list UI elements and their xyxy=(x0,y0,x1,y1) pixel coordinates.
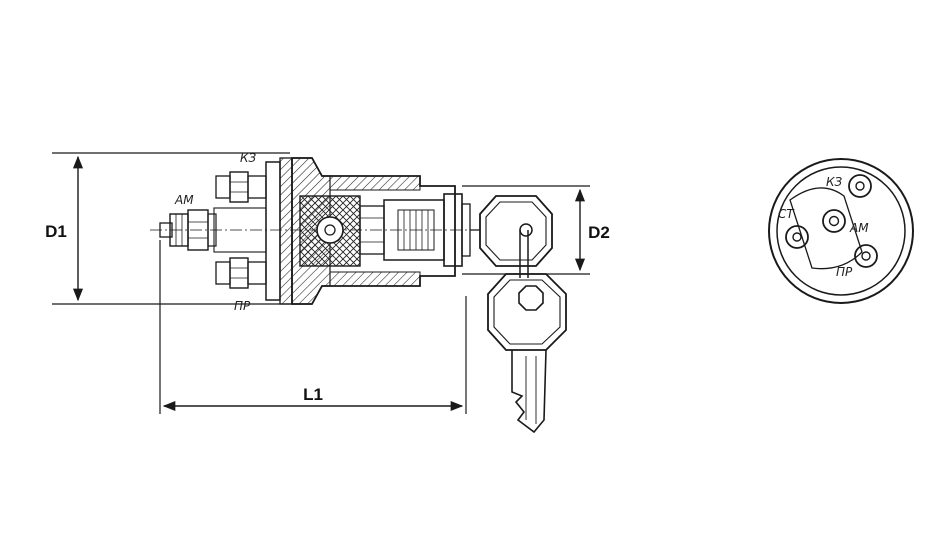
end-terminal-am xyxy=(822,209,846,233)
key-spare xyxy=(487,273,567,434)
d2-label: D2 xyxy=(588,223,610,242)
pr-terminal xyxy=(215,257,267,289)
l1-label: L1 xyxy=(303,385,323,404)
am-terminal-stud xyxy=(159,209,217,251)
end-view: КЗ СТ АМ ПР xyxy=(768,158,914,304)
key-inserted xyxy=(470,195,553,267)
end-terminal-kz xyxy=(848,174,872,198)
end-label-st: СТ xyxy=(778,207,795,221)
label-pr: ПР xyxy=(234,299,251,313)
end-label-pr: ПР xyxy=(836,265,853,279)
key-ring xyxy=(519,230,529,278)
insulator-plate xyxy=(789,187,863,270)
end-terminal-pr xyxy=(854,244,878,268)
d1-label: D1 xyxy=(45,222,67,241)
end-label-kz: КЗ xyxy=(826,175,843,189)
kz-terminal xyxy=(215,171,267,203)
dimension-l1: L1 xyxy=(159,240,467,414)
end-label-am: АМ xyxy=(849,221,869,235)
label-am: АМ xyxy=(174,193,194,207)
label-kz: КЗ xyxy=(240,151,257,165)
dimension-d1: D1 xyxy=(45,152,290,305)
dimension-d2: D2 xyxy=(462,185,610,275)
base-plate xyxy=(213,157,293,305)
rotor-block xyxy=(299,195,385,267)
side-view: D1 D2 L1 xyxy=(45,151,610,434)
end-terminal-st xyxy=(785,225,809,249)
